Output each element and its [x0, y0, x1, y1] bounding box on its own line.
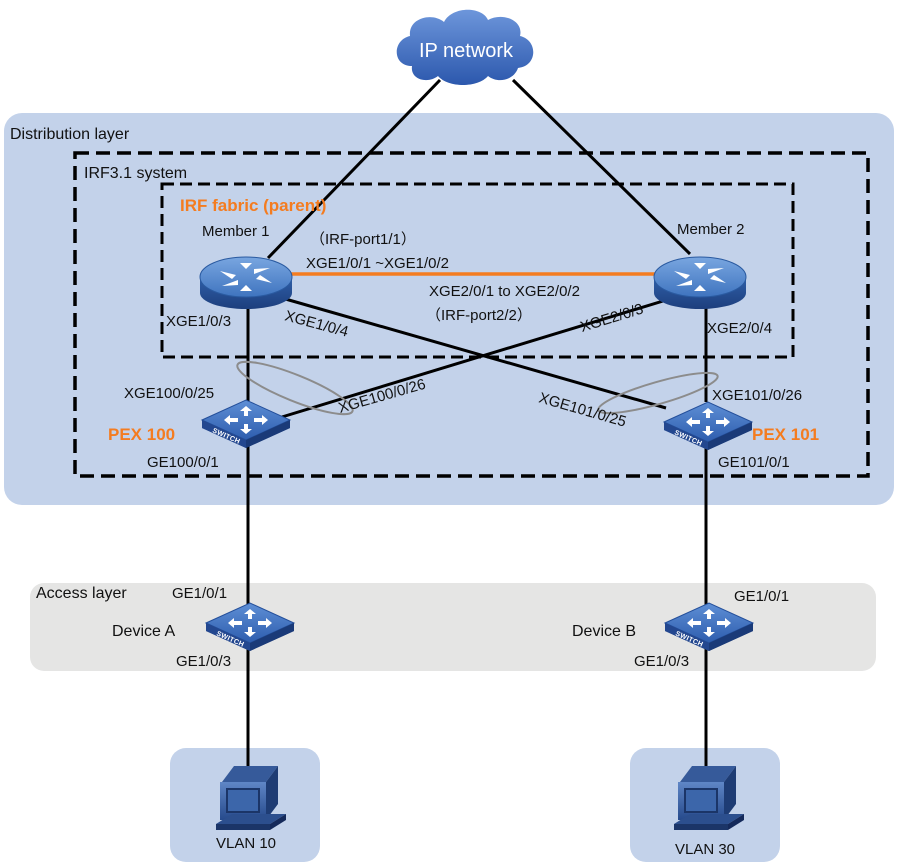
aggregation-ring-pex101 [597, 371, 719, 415]
irf-range2-label: XGE2/0/1 to XGE2/0/2 [429, 283, 580, 300]
distribution-layer-label: Distribution layer [10, 126, 130, 143]
port-devicea-ge1-0-3: GE1/0/3 [176, 653, 231, 670]
irf-system-label: IRF3.1 system [84, 165, 187, 182]
irf-system-boundary [73, 151, 870, 478]
link-cloud-member1 [266, 78, 442, 260]
pex101-label: PEX 101 [752, 425, 819, 444]
port-ge101-0-1: GE101/0/1 [718, 454, 790, 471]
vlan30-label: VLAN 30 [675, 841, 735, 858]
member1-label: Member 1 [202, 223, 270, 240]
aggregation-ring-pex100 [236, 360, 354, 416]
irf-range1-label: XGE1/0/1 ~XGE1/0/2 [306, 255, 449, 272]
link-member1-pex101 [267, 292, 667, 410]
access-layer-zone [30, 583, 876, 671]
port-ge100-0-1: GE100/0/1 [147, 454, 219, 471]
pex100-label: PEX 100 [108, 425, 175, 444]
distribution-layer-zone [4, 113, 894, 505]
port-xge2-0-4: XGE2/0/4 [707, 320, 772, 337]
cloud-label: IP network [419, 40, 514, 62]
member1-router-icon [199, 256, 293, 310]
port-xge1-0-3: XGE1/0/3 [166, 313, 231, 330]
links [246, 78, 708, 770]
port-deviceb-ge1-0-1: GE1/0/1 [734, 588, 789, 605]
member2-label: Member 2 [677, 221, 745, 238]
irf-port1-label: （IRF-port1/1） [310, 231, 416, 248]
member2-router-icon [653, 256, 747, 310]
link-member2-pex100 [271, 292, 687, 422]
port-deviceb-ge1-0-3: GE1/0/3 [634, 653, 689, 670]
device-b-label: Device B [572, 623, 636, 640]
irf-fabric-label: IRF fabric (parent) [180, 196, 326, 215]
port-xge100-0-25: XGE100/0/25 [124, 385, 214, 402]
link-cloud-member2 [511, 78, 692, 256]
access-layer-label: Access layer [36, 585, 127, 602]
vlan10-label: VLAN 10 [216, 835, 276, 852]
device-a-label: Device A [112, 623, 175, 640]
port-devicea-ge1-0-1: GE1/0/1 [172, 585, 227, 602]
irf-port2-label: （IRF-port2/2） [426, 307, 532, 324]
ip-network-cloud: IP network [396, 9, 534, 86]
port-xge101-0-26: XGE101/0/26 [712, 387, 802, 404]
